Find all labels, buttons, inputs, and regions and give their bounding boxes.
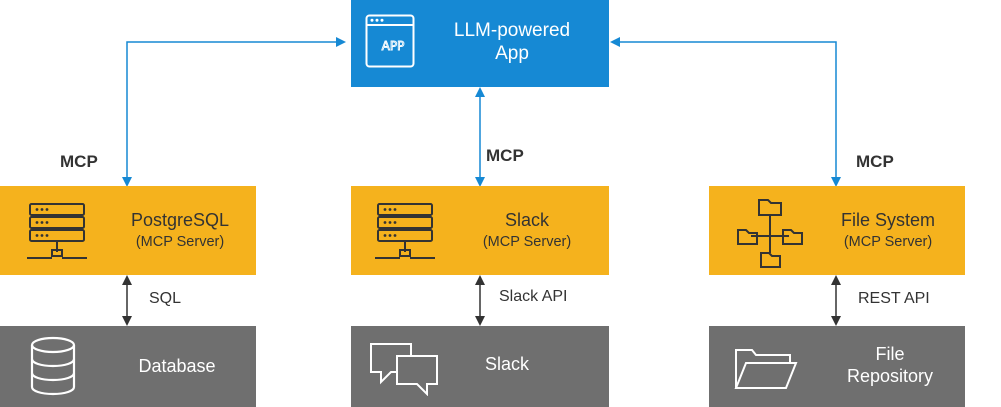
server-box-slack: Slack (MCP Server) <box>351 186 609 275</box>
server-rack-icon <box>27 203 87 259</box>
resource-label-file-repository: File Repository <box>825 344 955 387</box>
resource-line1: Slack <box>484 354 529 374</box>
resource-line1: Database <box>138 356 216 376</box>
chat-bubbles-icon <box>370 343 438 396</box>
app-icon-text: APP <box>382 39 405 53</box>
resource-line1: File <box>875 344 905 364</box>
app-title-line1: LLM-powered <box>453 20 571 41</box>
server-name: PostgreSQL <box>130 210 230 230</box>
server-sub: (MCP Server) <box>843 233 933 250</box>
folder-icon <box>734 349 798 389</box>
arrow-app-filesystem <box>610 37 841 187</box>
mcp-label-middle: MCP <box>486 146 524 165</box>
server-name: Slack <box>504 210 549 230</box>
resource-box-slack: Slack <box>351 326 609 407</box>
resource-line2: Repository <box>846 365 934 386</box>
server-label-postgresql: PostgreSQL (MCP Server) <box>120 210 240 251</box>
resource-label-database: Database <box>122 356 232 378</box>
server-label-slack: Slack (MCP Server) <box>467 210 587 251</box>
mcp-label-left: MCP <box>60 152 98 171</box>
llm-app-box: APP LLM-powered App <box>351 0 609 87</box>
arrow-app-postgresql <box>122 37 346 187</box>
link-label-rest-api: REST API <box>858 290 930 307</box>
server-sub: (MCP Server) <box>135 233 225 250</box>
server-rack-icon <box>375 203 435 259</box>
database-icon <box>30 336 76 396</box>
link-label-sql: SQL <box>149 290 182 307</box>
server-sub: (MCP Server) <box>482 233 572 250</box>
server-label-filesystem: File System (MCP Server) <box>825 210 951 251</box>
app-window-icon: APP <box>365 14 415 68</box>
file-tree-icon <box>737 199 803 268</box>
resource-label-slack: Slack <box>467 354 547 376</box>
mcp-label-right: MCP <box>856 152 894 171</box>
app-title-line2: App <box>495 42 529 64</box>
server-box-postgresql: PostgreSQL (MCP Server) <box>0 186 256 275</box>
resource-box-database: Database <box>0 326 256 407</box>
resource-box-file-repository: File Repository <box>709 326 965 407</box>
server-box-filesystem: File System (MCP Server) <box>709 186 965 275</box>
app-title: LLM-powered App <box>427 20 597 66</box>
link-label-slack-api: Slack API <box>499 288 568 305</box>
server-name: File System <box>840 210 936 230</box>
